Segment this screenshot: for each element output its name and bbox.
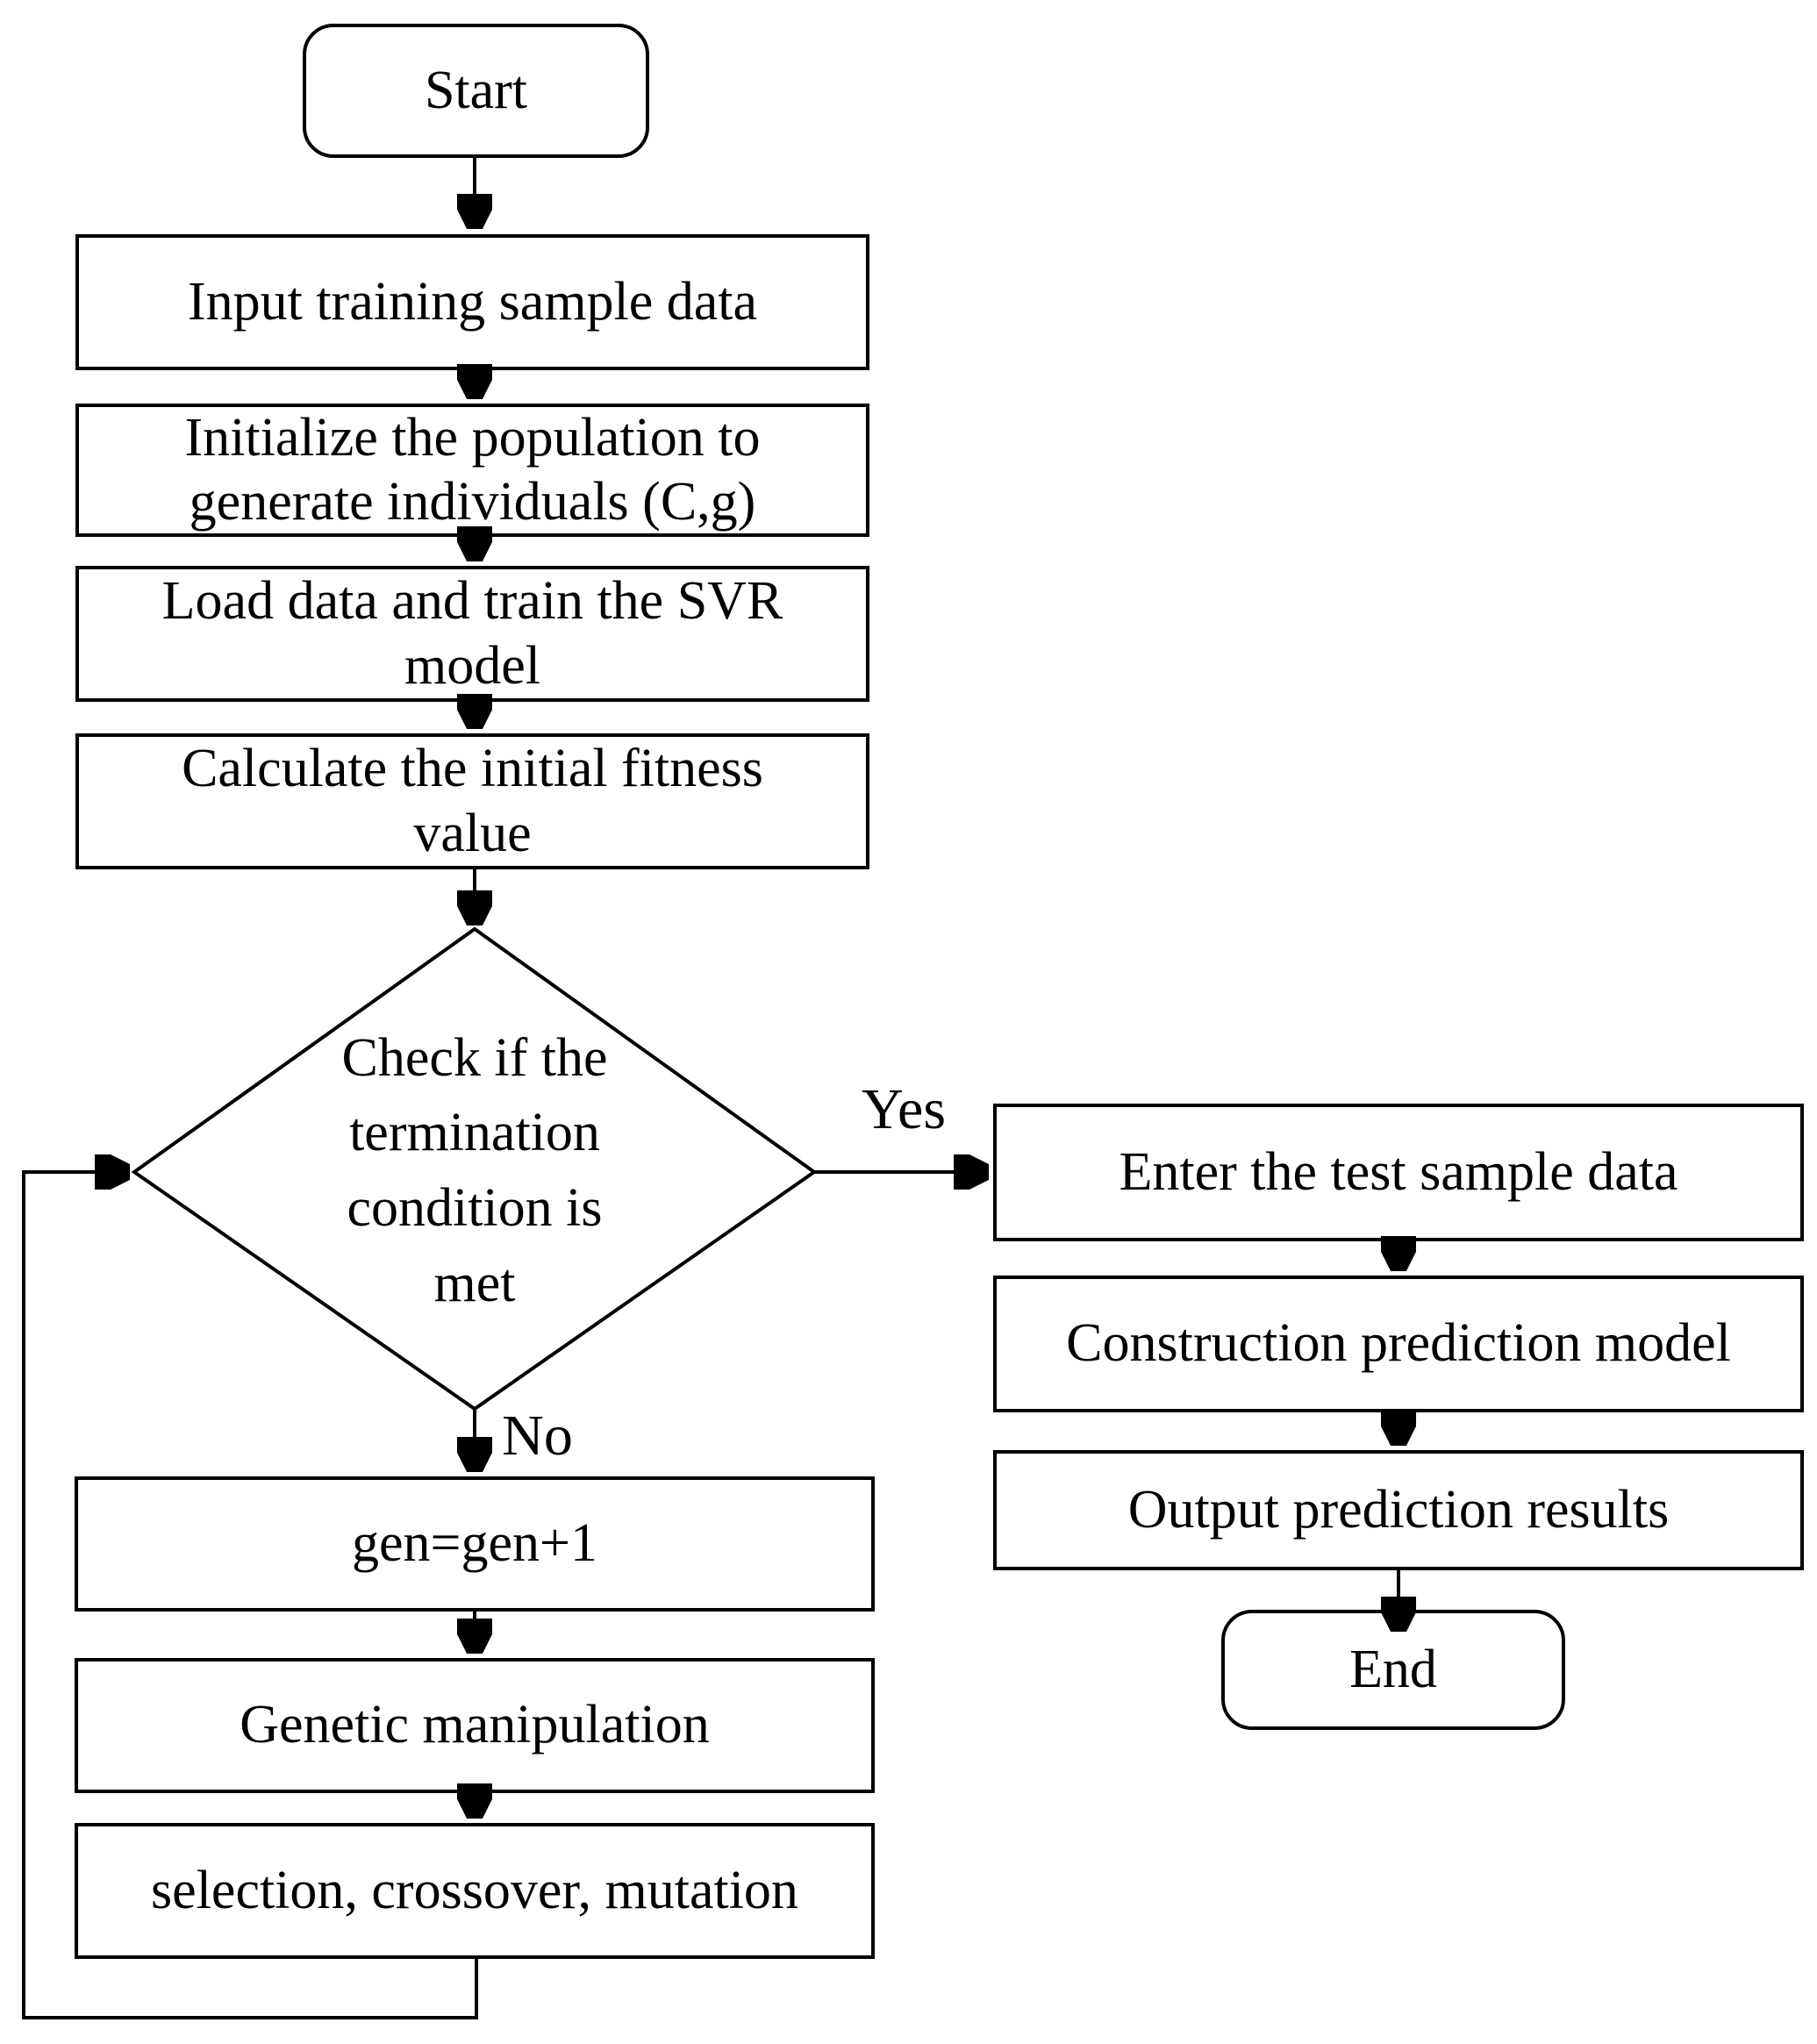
node-start: Start xyxy=(303,24,649,158)
edge-label-no: No xyxy=(502,1404,573,1468)
node-selection-crossover-mutation: selection, crossover, mutation xyxy=(75,1823,875,1959)
node-genetic-manipulation: Genetic manipulation xyxy=(75,1658,875,1793)
node-end: End xyxy=(1221,1610,1565,1730)
node-enter-test-sample-data: Enter the test sample data xyxy=(993,1104,1804,1241)
node-output-prediction-results: Output prediction results xyxy=(993,1450,1804,1570)
node-initialize-population: Initialize the population to generate in… xyxy=(75,404,869,537)
node-gen-increment: gen=gen+1 xyxy=(75,1476,875,1612)
edge-label-yes: Yes xyxy=(861,1077,947,1141)
node-calculate-initial-fitness: Calculate the initial fitness value xyxy=(75,733,869,869)
node-load-data-train-svr: Load data and train the SVR model xyxy=(75,566,869,702)
node-termination-check-label: Check if the termination condition is me… xyxy=(341,1027,608,1313)
node-input-training-sample-data: Input training sample data xyxy=(75,234,869,370)
node-construction-prediction-model: Construction prediction model xyxy=(993,1276,1804,1412)
